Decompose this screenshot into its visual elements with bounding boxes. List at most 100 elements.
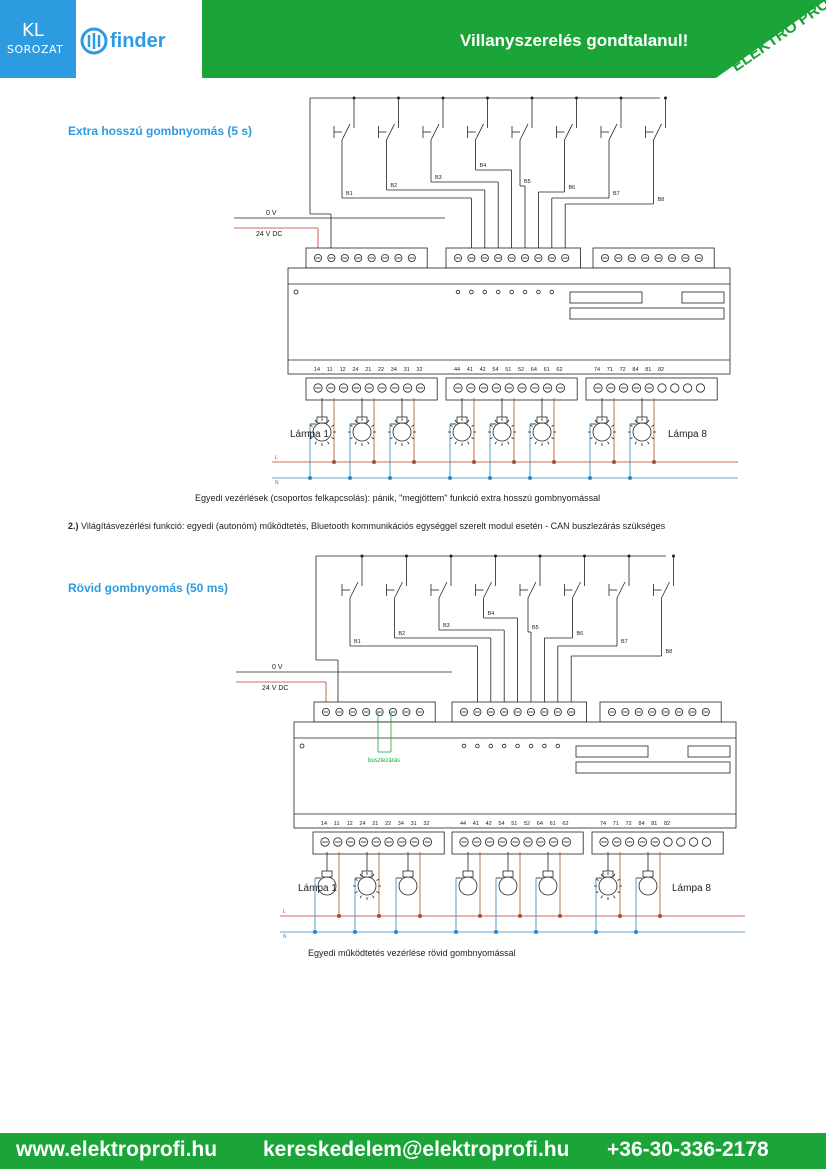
- output-terminal-label: 84: [638, 821, 644, 827]
- input-led: [475, 743, 480, 749]
- output-terminal-label: 42: [480, 367, 486, 373]
- lamp-symbol: [632, 422, 652, 442]
- input-led: [515, 743, 520, 749]
- junction-dot: [588, 476, 592, 480]
- terminal-screw: [670, 383, 680, 393]
- output-terminal-label: 34: [398, 821, 404, 827]
- junction-dot: [512, 460, 516, 464]
- lamp-symbol: [642, 870, 654, 878]
- lamp-ray: [327, 441, 330, 445]
- lamp-ray: [314, 441, 317, 445]
- lamp-ray: [594, 441, 597, 445]
- lamp-ray: [327, 419, 330, 423]
- display-window: [681, 291, 725, 304]
- footer-email[interactable]: kereskedelem@elektroprofi.hu: [263, 1138, 570, 1161]
- lamp-ray: [607, 441, 610, 445]
- lamp-symbol: [402, 870, 414, 878]
- junction-dot: [412, 460, 416, 464]
- lamp-ray: [367, 441, 370, 445]
- junction-dot: [308, 476, 312, 480]
- input-led: [542, 743, 547, 749]
- output-terminal-label: 24: [352, 367, 358, 373]
- output-terminal-label: 32: [423, 821, 429, 827]
- lamp-ray: [647, 441, 650, 445]
- output-terminal-label: 11: [327, 367, 333, 373]
- note-number: 2.): [68, 521, 79, 531]
- junction-dot: [454, 930, 458, 934]
- input-led: [496, 289, 501, 295]
- output-terminal-label: 74: [594, 367, 600, 373]
- junction-dot: [353, 930, 357, 934]
- pushbutton-symbol: [572, 581, 581, 599]
- bus-termination-label: buszlezárás: [368, 758, 400, 764]
- lamp-symbol: [357, 876, 377, 896]
- lamp-symbol: [321, 870, 333, 878]
- output-terminal-label: 31: [411, 821, 417, 827]
- output-terminal-label: 81: [651, 821, 657, 827]
- output-terminal-label: 41: [467, 367, 473, 373]
- display-window: [569, 291, 643, 304]
- pushbutton-symbol: [616, 581, 626, 599]
- output-terminal-label: 11: [334, 821, 340, 827]
- junction-dot: [534, 930, 538, 934]
- lamp-first-label: Lámpa 1: [298, 883, 337, 894]
- terminal-screw: [695, 383, 706, 393]
- pushbutton-symbol: [386, 123, 395, 141]
- pushbutton-symbol: [653, 123, 662, 141]
- footer-bar: [0, 1133, 826, 1169]
- phase-label: L: [283, 909, 286, 915]
- input-led: [528, 743, 534, 749]
- lamp-ray: [634, 419, 637, 423]
- module-body: [287, 267, 731, 375]
- display-window: [575, 761, 731, 774]
- lamp-ray: [354, 419, 357, 423]
- neutral-label: N: [283, 934, 287, 940]
- junction-dot: [494, 930, 498, 934]
- lamp-ray: [372, 895, 375, 899]
- junction-dot: [348, 476, 352, 480]
- pushbutton-symbol: [430, 123, 440, 141]
- output-terminal-label: 41: [473, 821, 479, 827]
- junction-dot: [448, 476, 452, 480]
- finder-logo-box: [76, 0, 202, 78]
- output-terminal-label: 32: [416, 367, 422, 373]
- terminal-screw: [676, 837, 686, 847]
- lamp-symbol: [452, 422, 472, 442]
- section2-caption: Egyedi működtetés vezérlése rövid gombny…: [308, 948, 516, 958]
- output-terminal-label: 24: [359, 821, 365, 827]
- lamp-last-label: Lámpa 8: [668, 429, 707, 440]
- lamp-ray: [359, 873, 362, 877]
- lamp-symbol: [542, 870, 554, 878]
- switch-label: B1: [346, 191, 353, 197]
- dc24-label: 24 V DC: [256, 231, 282, 238]
- output-terminal-label: 21: [372, 821, 378, 827]
- output-terminal-label: 82: [658, 367, 664, 373]
- footer-website[interactable]: www.elektroprofi.hu: [16, 1138, 218, 1161]
- switch-label: B4: [480, 163, 487, 169]
- lamp-ray: [359, 895, 362, 899]
- input-led: [502, 743, 507, 749]
- output-terminal-label: 44: [460, 821, 466, 827]
- output-terminal-label: 22: [385, 821, 391, 827]
- lamp-ray: [407, 419, 410, 423]
- lamp-ray: [634, 441, 637, 445]
- section1-caption: Egyedi vezérlések (csoportos felkapcsolá…: [195, 493, 601, 503]
- output-terminal-label: 71: [613, 821, 619, 827]
- junction-dot: [612, 460, 616, 464]
- section2-title: Rövid gombnyomás (50 ms): [68, 581, 229, 595]
- lamp-ray: [314, 419, 317, 423]
- output-terminal-label: 61: [544, 367, 550, 373]
- junction-dot: [472, 460, 476, 464]
- junction-dot: [332, 460, 336, 464]
- junction-dot: [372, 460, 376, 464]
- elektroprofi-logo: ELEKTRO PROFI: [716, 0, 826, 78]
- display-window: [569, 307, 725, 320]
- section1-title: Extra hosszú gombnyomás (5 s): [68, 124, 253, 138]
- pushbutton-symbol: [527, 581, 537, 599]
- lamp-ray: [467, 419, 470, 423]
- junction-dot: [528, 476, 532, 480]
- terminal-screw: [701, 837, 712, 847]
- switch-label: B2: [399, 631, 406, 637]
- footer-phone[interactable]: +36-30-336-2178: [607, 1138, 769, 1161]
- pushbutton-symbol: [349, 581, 359, 599]
